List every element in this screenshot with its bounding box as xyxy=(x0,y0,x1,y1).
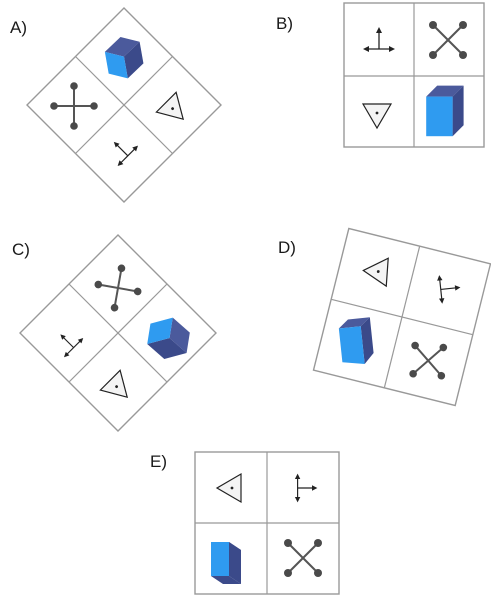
arrows-icon xyxy=(362,26,396,53)
plus-dots-icon xyxy=(89,259,147,317)
cube-icon xyxy=(102,33,146,82)
cube-icon xyxy=(426,85,464,137)
cube-icon xyxy=(211,542,241,584)
triangle-dot-icon xyxy=(99,369,138,408)
arrows-icon xyxy=(435,272,463,305)
option-e-grid[interactable] xyxy=(194,451,340,595)
cross-dots-icon xyxy=(393,326,463,396)
option-e-label: E) xyxy=(150,452,167,471)
cross-dots-icon xyxy=(428,20,468,60)
option-c-label: C) xyxy=(12,240,30,259)
option-b-label: B) xyxy=(276,14,293,33)
arrows-icon xyxy=(50,324,86,360)
option-b-grid[interactable] xyxy=(343,2,485,148)
option-d-label: D) xyxy=(278,238,296,257)
option-a-label: A) xyxy=(10,18,27,37)
triangle-dot-icon xyxy=(155,91,194,130)
arrows-icon xyxy=(103,131,141,169)
triangle-dot-icon xyxy=(361,255,389,287)
triangle-dot-icon xyxy=(216,473,242,503)
arrows-icon xyxy=(294,473,318,503)
option-c-grid[interactable] xyxy=(19,234,217,432)
option-d-grid[interactable] xyxy=(312,227,491,407)
cube-icon xyxy=(142,314,195,363)
option-a-grid[interactable] xyxy=(26,7,222,203)
plus-dots-icon xyxy=(49,81,99,131)
cross-dots-icon xyxy=(283,538,323,578)
triangle-dot-icon xyxy=(362,103,392,129)
cube-icon xyxy=(338,317,374,364)
